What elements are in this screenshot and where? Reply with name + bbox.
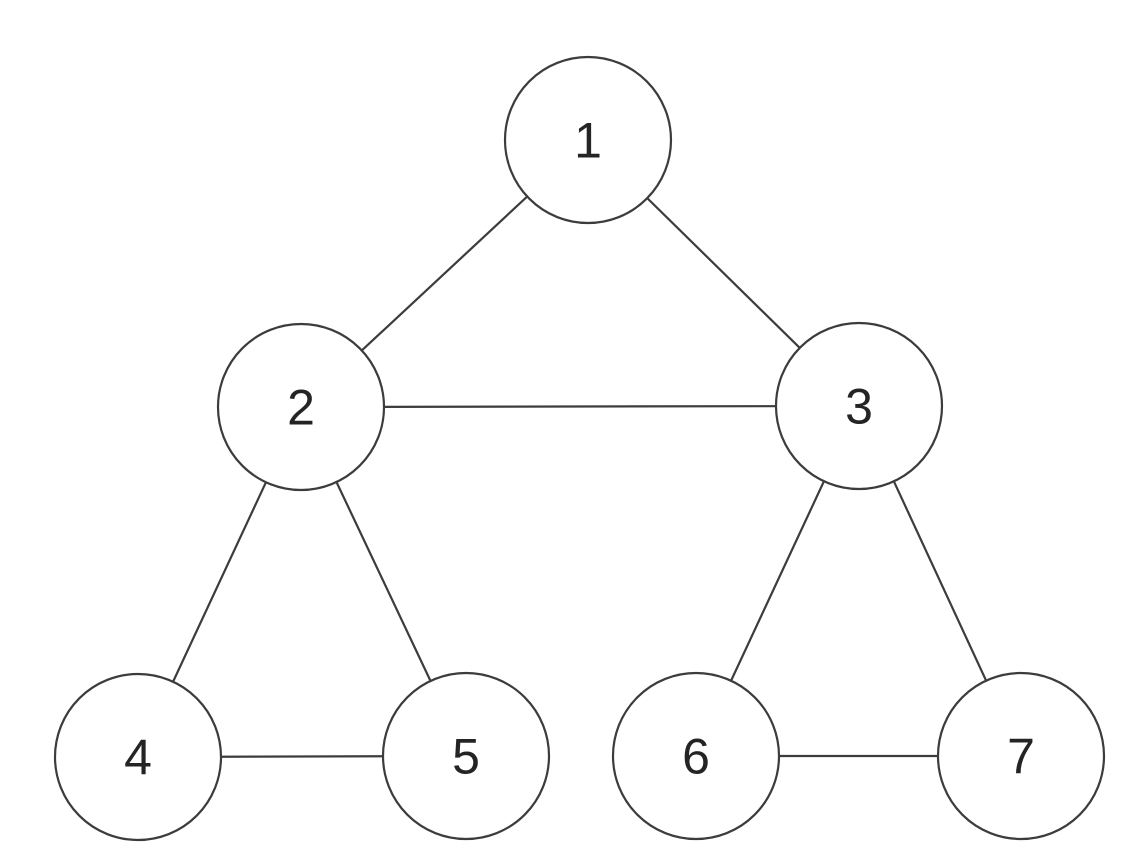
- node-label-1: 1: [574, 113, 602, 169]
- node-circle-2: [216, 322, 386, 492]
- nodes-layer: 1 2 3 4 5 6 7: [53, 55, 1106, 842]
- node-circle-6: [611, 671, 781, 841]
- node-circle-4: [53, 672, 223, 842]
- edge-2-3: [300, 404, 860, 409]
- node-label-7: 7: [1007, 729, 1035, 785]
- graph-node-2: 2: [216, 322, 386, 492]
- node-circle-5: [381, 671, 551, 841]
- graph-node-7: 7: [936, 671, 1106, 841]
- node-label-4: 4: [124, 730, 152, 786]
- node-label-5: 5: [452, 729, 480, 785]
- graph-node-6: 6: [611, 671, 781, 841]
- graph-node-3: 3: [774, 321, 944, 491]
- node-label-2: 2: [287, 380, 315, 436]
- node-circle-7: [936, 671, 1106, 841]
- graph-node-5: 5: [381, 671, 551, 841]
- node-label-6: 6: [682, 729, 710, 785]
- graph-node-4: 4: [53, 672, 223, 842]
- graph-node-1: 1: [503, 55, 673, 225]
- node-label-3: 3: [845, 379, 873, 435]
- node-circle-3: [774, 321, 944, 491]
- node-circle-1: [503, 55, 673, 225]
